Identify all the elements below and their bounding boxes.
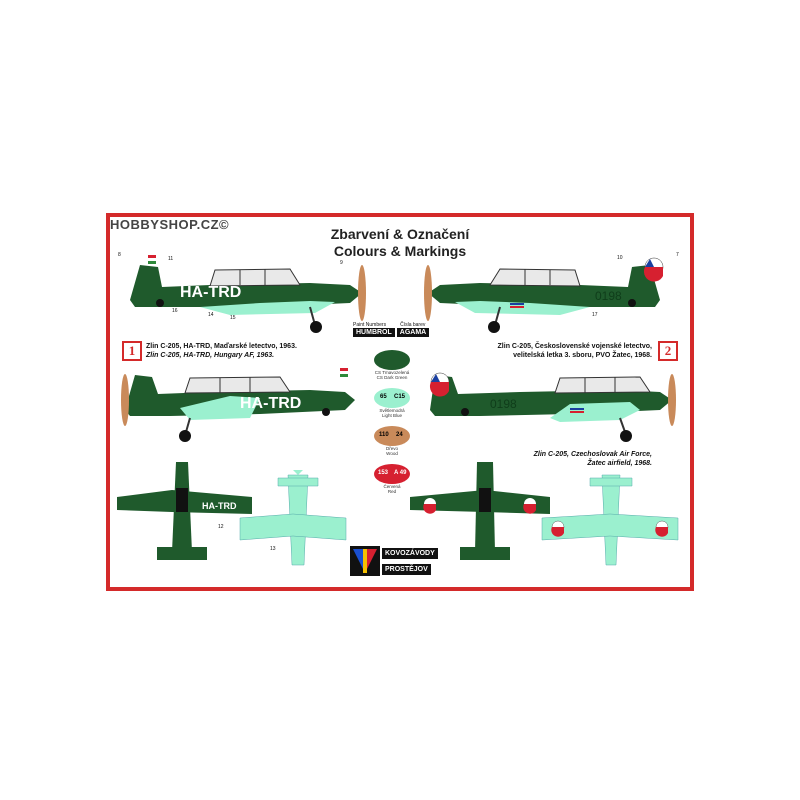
sheet-title: Zbarvení & Označení Colours & Markings xyxy=(300,226,500,260)
aircraft-2-top-view xyxy=(410,462,550,560)
marking-1-badge: 1 xyxy=(122,341,142,361)
logo-line2: PROSTĚJOV xyxy=(382,564,431,575)
aircraft-1-registration: HA-TRD xyxy=(180,284,241,301)
callout-17: 17 xyxy=(592,312,598,318)
paint-czech-label: Čísla barev xyxy=(400,322,426,328)
callout-9: 9 xyxy=(340,260,343,266)
callout-12: 12 xyxy=(218,524,224,530)
paint-numbers-label: Paint Numbers xyxy=(353,322,387,328)
aircraft-1-registration-middle: HA-TRD xyxy=(240,395,301,412)
marking-1-caption: Zlin C-205, HA-TRD, Maďarské letectvo, 1… xyxy=(146,343,297,359)
paint-swatch-dark-green: CS Tmavozelená CS Dark Green xyxy=(362,350,422,380)
paint-swatch-red: 153 A 49 Červená Red xyxy=(362,464,422,494)
aircraft-2-bottom-view xyxy=(541,474,679,566)
callout-8: 8 xyxy=(118,252,121,258)
callout-13: 13 xyxy=(270,546,276,552)
aircraft-2-registration-middle: 0198 xyxy=(490,397,517,411)
callout-10: 10 xyxy=(617,255,623,261)
paint-header: Paint Numbers Čísla barev HUMBROL AGAMA xyxy=(353,322,430,337)
brand-humbrol: HUMBROL xyxy=(353,328,395,337)
callout-11: 11 xyxy=(168,256,174,262)
callout-16: 16 xyxy=(172,308,178,314)
marking-2-caption-english: Zlin C-205, Czechoslovak Air Force, Žate… xyxy=(533,451,652,467)
callout-15: 15 xyxy=(230,315,236,321)
aircraft-1-bottom-view xyxy=(239,470,347,566)
paint-swatch-light-blue: 65 C15 Světlemodrá Light Blue xyxy=(362,388,422,418)
aircraft-1-top-view: HA-TRD xyxy=(117,462,252,560)
marking-2-badge: 2 xyxy=(658,341,678,361)
kovozavody-logo-icon xyxy=(350,546,380,576)
aircraft-1-top-registration: HA-TRD xyxy=(202,501,237,511)
aircraft-2-side-middle: 0198 xyxy=(429,372,676,442)
marking-2-caption: Zlin C-205, Československé vojenské lete… xyxy=(497,343,652,359)
callout-14: 14 xyxy=(208,312,214,318)
title-english: Colours & Markings xyxy=(333,243,467,259)
callout-7: 7 xyxy=(676,252,679,258)
aircraft-1-side-top: HA-TRD xyxy=(130,255,366,333)
aircraft-2-registration: 0198 xyxy=(595,289,622,303)
logo-line1: KOVOZÁVODY xyxy=(382,548,438,559)
manufacturer-logo xyxy=(350,546,380,581)
paint-swatch-wood: 110 24 Dřevo Wood xyxy=(362,426,422,456)
aircraft-2-side-top: 0198 xyxy=(424,257,664,333)
brand-agama: AGAMA xyxy=(396,328,430,337)
aircraft-1-side-middle: HA-TRD xyxy=(121,368,355,442)
title-czech: Zbarvení & Označení xyxy=(330,226,470,242)
watermark: HOBBYSHOP.CZ© xyxy=(110,217,230,232)
